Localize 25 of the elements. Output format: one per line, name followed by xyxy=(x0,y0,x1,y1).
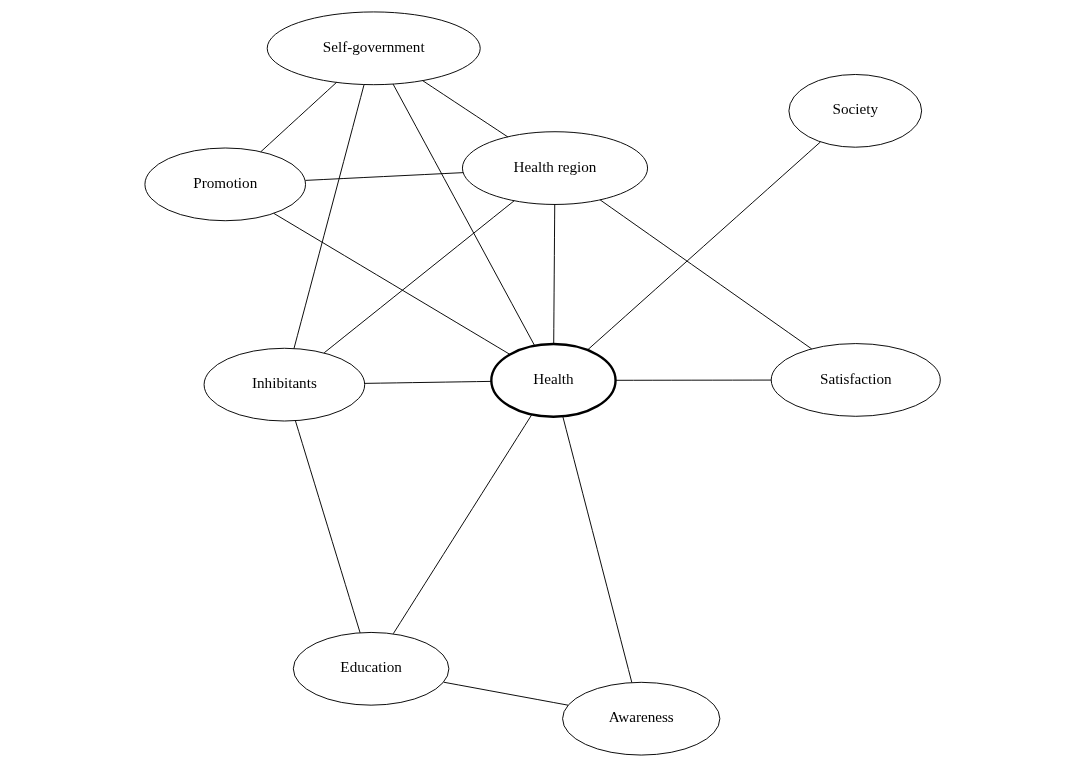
node-ellipse: Health xyxy=(490,342,617,418)
node-ellipse: Promotion xyxy=(144,147,306,222)
node-ellipse: Inhibitants xyxy=(203,347,366,422)
connector xyxy=(364,380,492,384)
connector xyxy=(293,84,365,350)
connector xyxy=(260,81,338,153)
connector xyxy=(294,420,361,634)
node-ellipse: Society xyxy=(788,74,923,148)
node-ellipse: Self-government xyxy=(266,11,481,86)
node-ellipse: Education xyxy=(292,631,450,706)
connector xyxy=(562,415,633,683)
connector xyxy=(599,199,813,350)
node-ellipse: Awareness xyxy=(562,681,721,756)
connector xyxy=(273,212,511,355)
connector xyxy=(443,681,569,706)
node-ellipse: Health region xyxy=(461,131,649,205)
connector xyxy=(392,83,536,347)
connector xyxy=(553,203,556,345)
connector xyxy=(615,379,772,381)
connector xyxy=(587,141,821,351)
connector xyxy=(422,80,509,138)
connector xyxy=(392,414,533,635)
node-ellipse: Satisfaction xyxy=(770,343,941,417)
connector xyxy=(323,200,515,354)
connector xyxy=(304,172,464,181)
